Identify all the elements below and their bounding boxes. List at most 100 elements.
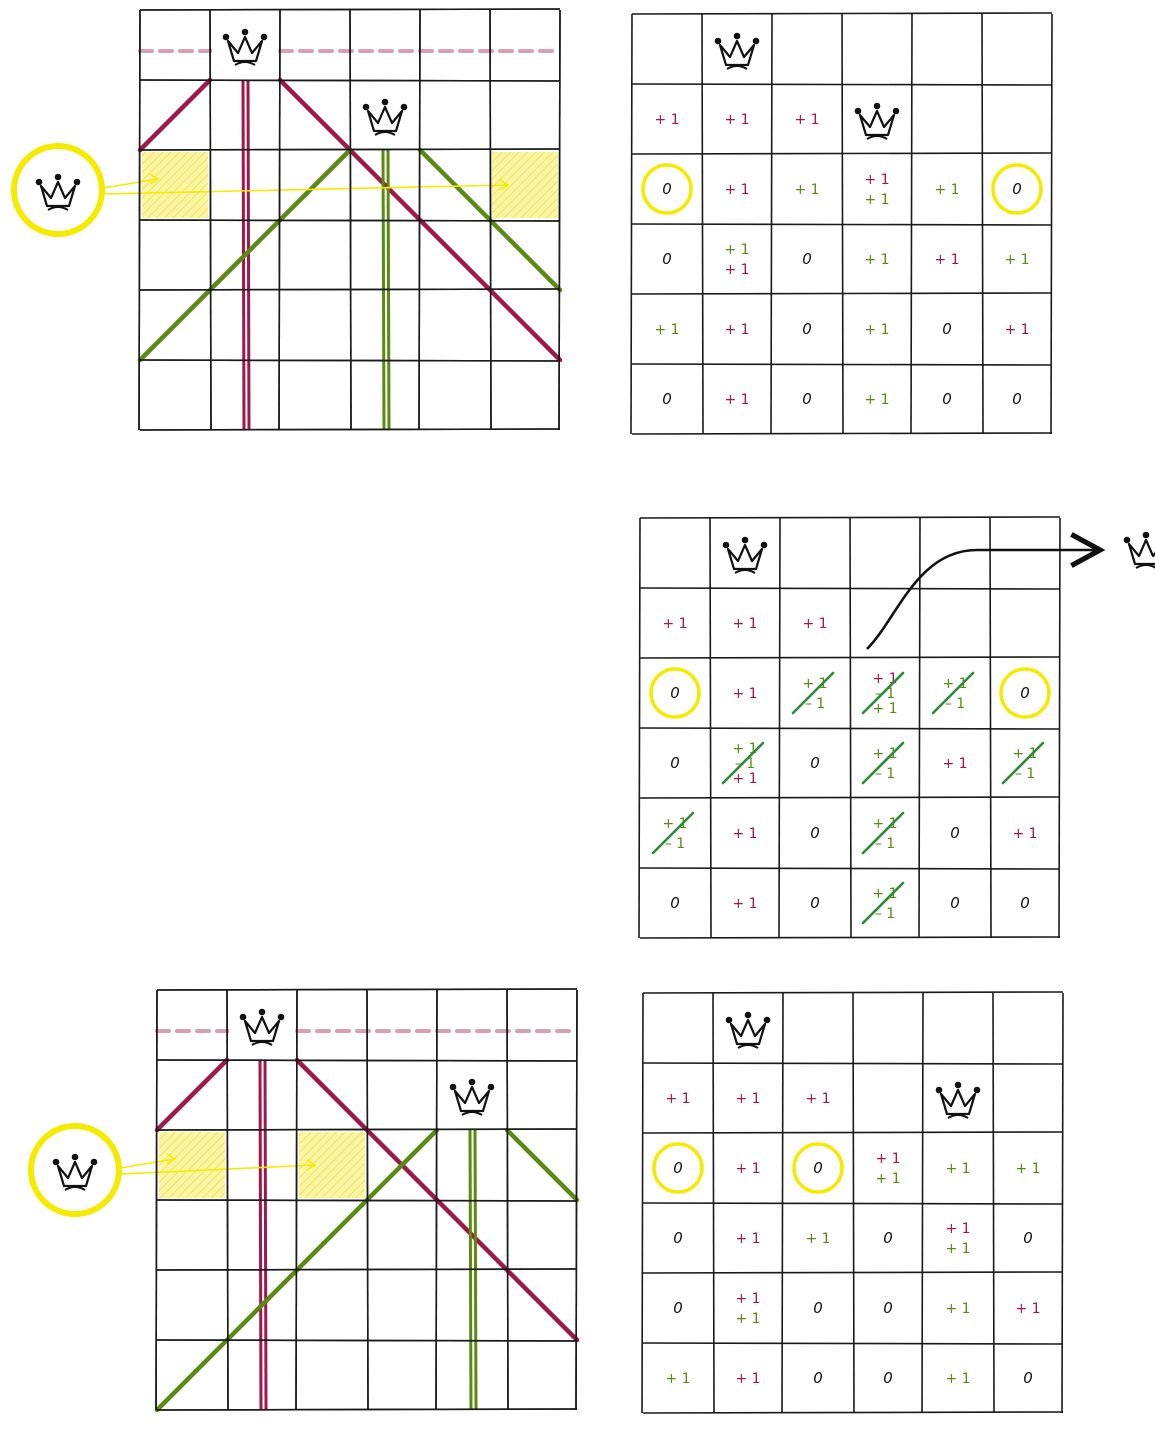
grid-line [631,292,1053,295]
count-label: + 1 [864,322,889,338]
count-label: + 1 [1015,1161,1040,1177]
count-label: + 1 [1012,826,1037,842]
zero-count: 0 [810,894,820,912]
grid-line [631,223,1053,226]
zero-count: 0 [950,894,960,912]
candidate-queen-icon [52,1153,98,1191]
grid-line [918,517,921,939]
count-label: – 1 [875,906,895,922]
attack-line-vertical [263,1059,268,1411]
strike-line [931,671,975,715]
grid-line [558,9,561,431]
count-label: – 1 [1015,766,1035,782]
arrow-head [166,1153,177,1165]
count-label: + 1 [732,741,757,757]
grid-line [435,989,438,1411]
zero-count: 0 [802,320,812,338]
count-label: + 1 [1015,1301,1040,1317]
safe-cell-circle [649,667,701,719]
count-label: + 1 [662,616,687,632]
zero-count: 0 [810,824,820,842]
zero-count: 0 [662,390,672,408]
count-label: + 1 [802,676,827,692]
strike-line [861,881,905,925]
zero-count: 0 [942,390,952,408]
count-label: + 1 [724,262,749,278]
grid-line [638,517,641,939]
count-label: + 1 [735,1291,760,1307]
count-label: + 1 [945,1241,970,1257]
attack-line-diagonal [154,1057,230,1133]
count-label: + 1 [794,112,819,128]
count-label: – 1 [875,766,895,782]
grid-line [139,288,561,291]
grid-line [642,991,1064,994]
zero-count: 0 [813,1299,823,1317]
safe-cell-circle [641,163,693,215]
count-label: + 1 [872,701,897,717]
board-grid [138,8,561,431]
grid-line [989,517,992,939]
grid-line [642,1271,1064,1274]
board-grid [155,988,578,1411]
count-label: + 1 [732,616,757,632]
grid-line [489,9,492,431]
highlight-cell [142,152,208,218]
grid-line [639,796,1061,799]
count-label: + 1 [945,1221,970,1237]
count-label: + 1 [654,112,679,128]
count-label: + 1 [945,1161,970,1177]
zero-count: 0 [1023,1369,1033,1387]
count-label: + 1 [735,1371,760,1387]
strike-line [651,811,695,855]
zero-count: 0 [1020,894,1030,912]
attack-line-diagonal [504,1127,580,1203]
safe-cell-circle [652,1142,704,1194]
zero-count: 0 [883,1369,893,1387]
candidate-arrow [102,178,159,189]
candidate-arrow [102,184,509,195]
zero-count: 0 [662,180,672,198]
strike-line [721,741,765,785]
count-label: + 1 [872,886,897,902]
grid-line [1061,992,1064,1414]
grid-line [1058,517,1061,939]
grid-line [642,1342,1064,1345]
count-label: – 1 [945,696,965,712]
attack-line-diagonal [137,147,353,363]
grid-line [139,428,561,431]
zero-count: 0 [802,390,812,408]
grid-line [156,1268,578,1271]
count-label: + 1 [864,252,889,268]
count-label: + 1 [662,816,687,832]
count-label: + 1 [875,1151,900,1167]
grid-line [642,1202,1064,1205]
count-label: + 1 [942,676,967,692]
zero-count: 0 [950,824,960,842]
strike-line [1001,741,1045,785]
count-label: + 1 [665,1371,690,1387]
grid-line [631,12,1053,15]
grid-line [631,363,1053,366]
count-label: + 1 [724,322,749,338]
count-label: + 1 [654,322,679,338]
grid-line [139,219,561,222]
grid-line [639,727,1061,730]
candidate-arrow [119,1158,176,1169]
count-label: + 1 [875,1171,900,1187]
grid-line [910,13,913,435]
grid-line [156,1199,578,1202]
zero-count: 0 [883,1229,893,1247]
count-label: + 1 [724,112,749,128]
count-label: + 1 [802,616,827,632]
count-label: + 1 [732,771,757,787]
zero-count: 0 [1020,684,1030,702]
count-label: + 1 [945,1371,970,1387]
zero-count: 0 [1023,1229,1033,1247]
panels-layer: + 1 + 1 + 1 0 + 1 + 1 + 1 + 1 + 1 0 0 + 1 + 1 0 + 1 + 1… [11,8,1064,1414]
zero-count: 0 [673,1229,683,1247]
attack-line-vertical [258,1059,263,1411]
board-grid [630,12,1053,435]
count-label: + 1 [735,1161,760,1177]
